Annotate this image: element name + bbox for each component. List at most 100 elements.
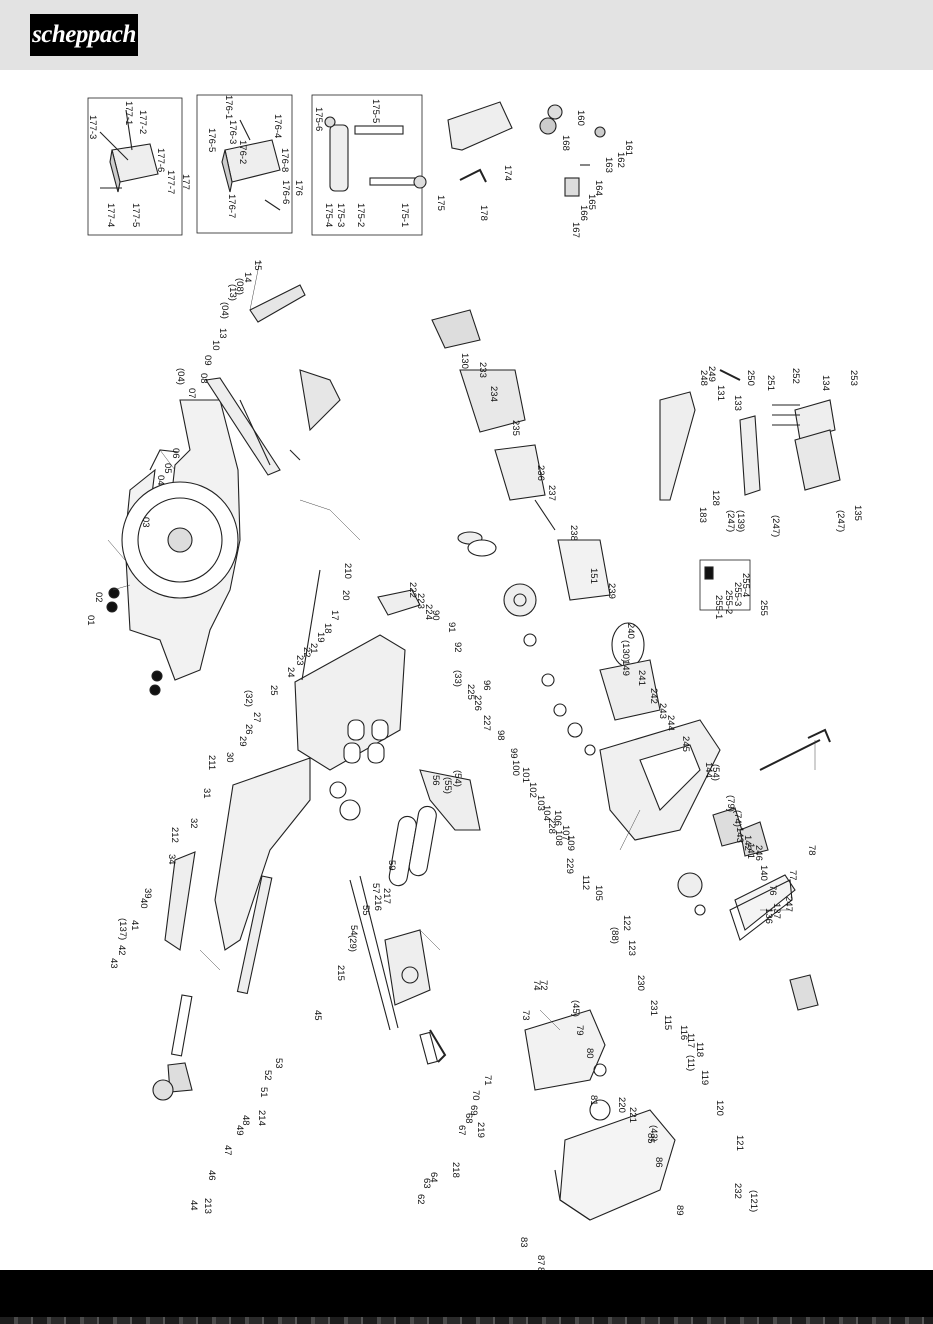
label-149: 149 [620, 660, 631, 676]
label-135: 135 [852, 505, 863, 521]
label-34: 34 [166, 854, 177, 865]
label-175-6: 175-6 [313, 107, 324, 132]
label-123: 123 [626, 940, 637, 956]
label-238: 238 [568, 525, 579, 541]
label-133: 133 [732, 395, 743, 411]
label-32: 32 [188, 818, 199, 829]
label-176-7: 176-7 [226, 194, 237, 219]
label-02: 02 [93, 592, 104, 603]
label-03: 03 [140, 517, 151, 528]
label-07: 07 [186, 388, 197, 399]
label-29: 29 [237, 736, 248, 747]
label-177-5: 177-5 [130, 203, 141, 228]
label-160: 160 [575, 110, 586, 126]
label-108: 108 [553, 830, 564, 846]
label-48: 48 [240, 1115, 251, 1126]
label-246: 246 [753, 845, 764, 861]
label-20: 20 [340, 590, 351, 601]
footer-stripe [0, 1317, 933, 1324]
label-240: 240 [625, 623, 636, 639]
label-231: 231 [648, 1000, 659, 1016]
label-46: 46 [206, 1170, 217, 1181]
label-100: 100 [510, 760, 521, 776]
label-87: 87 [535, 1255, 546, 1266]
label-176-6: 176-6 [280, 180, 291, 205]
inset-box-177 [87, 97, 183, 236]
label-183: 183 [697, 507, 708, 523]
label-79: 79 [574, 1025, 585, 1036]
label-176-3: 176-3 [227, 120, 238, 145]
label-19: 19 [315, 632, 326, 643]
label-31: 31 [201, 788, 212, 799]
label-30: 30 [224, 752, 235, 763]
label-136: 136 [763, 908, 774, 924]
label-237: 237 [546, 485, 557, 501]
label-177-6: 177-6 [155, 148, 166, 173]
label-62: 62 [415, 1194, 426, 1205]
label-54: 54 [348, 925, 359, 936]
label-122: 122 [621, 915, 632, 931]
label-54-ref: (54) [452, 770, 463, 787]
label-115: 115 [662, 1015, 673, 1031]
label-98: 98 [495, 730, 506, 741]
label-08: 08 [198, 373, 209, 384]
label-242: 242 [648, 688, 659, 704]
page-footer [0, 1270, 933, 1324]
label-45-ref: (45) [570, 1000, 581, 1017]
label-92: 92 [452, 642, 463, 653]
label-175-2: 175-2 [355, 203, 366, 228]
label-162: 162 [615, 152, 626, 168]
label-96: 96 [481, 680, 492, 691]
label-244: 244 [665, 715, 676, 731]
page-header: scheppach [0, 0, 933, 70]
label-177-4: 177-4 [105, 203, 116, 228]
label-217: 217 [381, 888, 392, 904]
label-27: 27 [251, 712, 262, 723]
label-210: 210 [342, 563, 353, 579]
label-24: 24 [285, 667, 296, 678]
label-05: 05 [162, 463, 173, 474]
label-76: 76 [767, 885, 778, 896]
label-43: 43 [108, 958, 119, 969]
label-130-ref: (130) [620, 640, 631, 663]
label-176-5: 176-5 [206, 128, 217, 153]
label-70: 70 [470, 1090, 481, 1101]
label-53: 53 [273, 1058, 284, 1069]
label-175-4: 175-4 [323, 203, 334, 228]
label-55: 55 [360, 905, 371, 916]
label-251: 251 [765, 375, 776, 391]
label-90: 90 [430, 610, 441, 621]
label-226: 226 [472, 695, 483, 711]
label-26: 26 [243, 724, 254, 735]
label-04-ref: (04) [175, 368, 186, 385]
label-235: 235 [510, 420, 521, 436]
label-13: 13 [217, 328, 228, 339]
label-229: 229 [564, 858, 575, 874]
label-101: 101 [520, 767, 531, 783]
label-01: 01 [85, 615, 96, 626]
label-167: 167 [570, 222, 581, 238]
label-176: 176 [293, 180, 304, 196]
label-177: 177 [180, 174, 191, 190]
label-72: 72 [538, 980, 549, 991]
label-80: 80 [584, 1048, 595, 1059]
label-176-8: 176-8 [279, 148, 290, 173]
label-23: 23 [294, 655, 305, 666]
label-06: 06 [170, 448, 181, 459]
label-09: 09 [202, 355, 213, 366]
label-106: 106 [552, 810, 563, 826]
label-32-ref: (32) [243, 690, 254, 707]
label-78: 78 [806, 845, 817, 856]
label-211: 211 [206, 755, 217, 771]
label-139-ref: (139) [735, 510, 746, 533]
label-99: 99 [508, 748, 519, 759]
label-140: 140 [758, 865, 769, 881]
label-44: 44 [188, 1200, 199, 1211]
label-175-5: 175-5 [370, 99, 381, 124]
scheppach-logo: scheppach [30, 14, 138, 56]
label-54-ref-2: (54) [710, 764, 721, 781]
label-239: 239 [606, 583, 617, 599]
label-227: 227 [481, 715, 492, 731]
label-69: 69 [468, 1105, 479, 1116]
label-255: 255 [758, 600, 769, 616]
